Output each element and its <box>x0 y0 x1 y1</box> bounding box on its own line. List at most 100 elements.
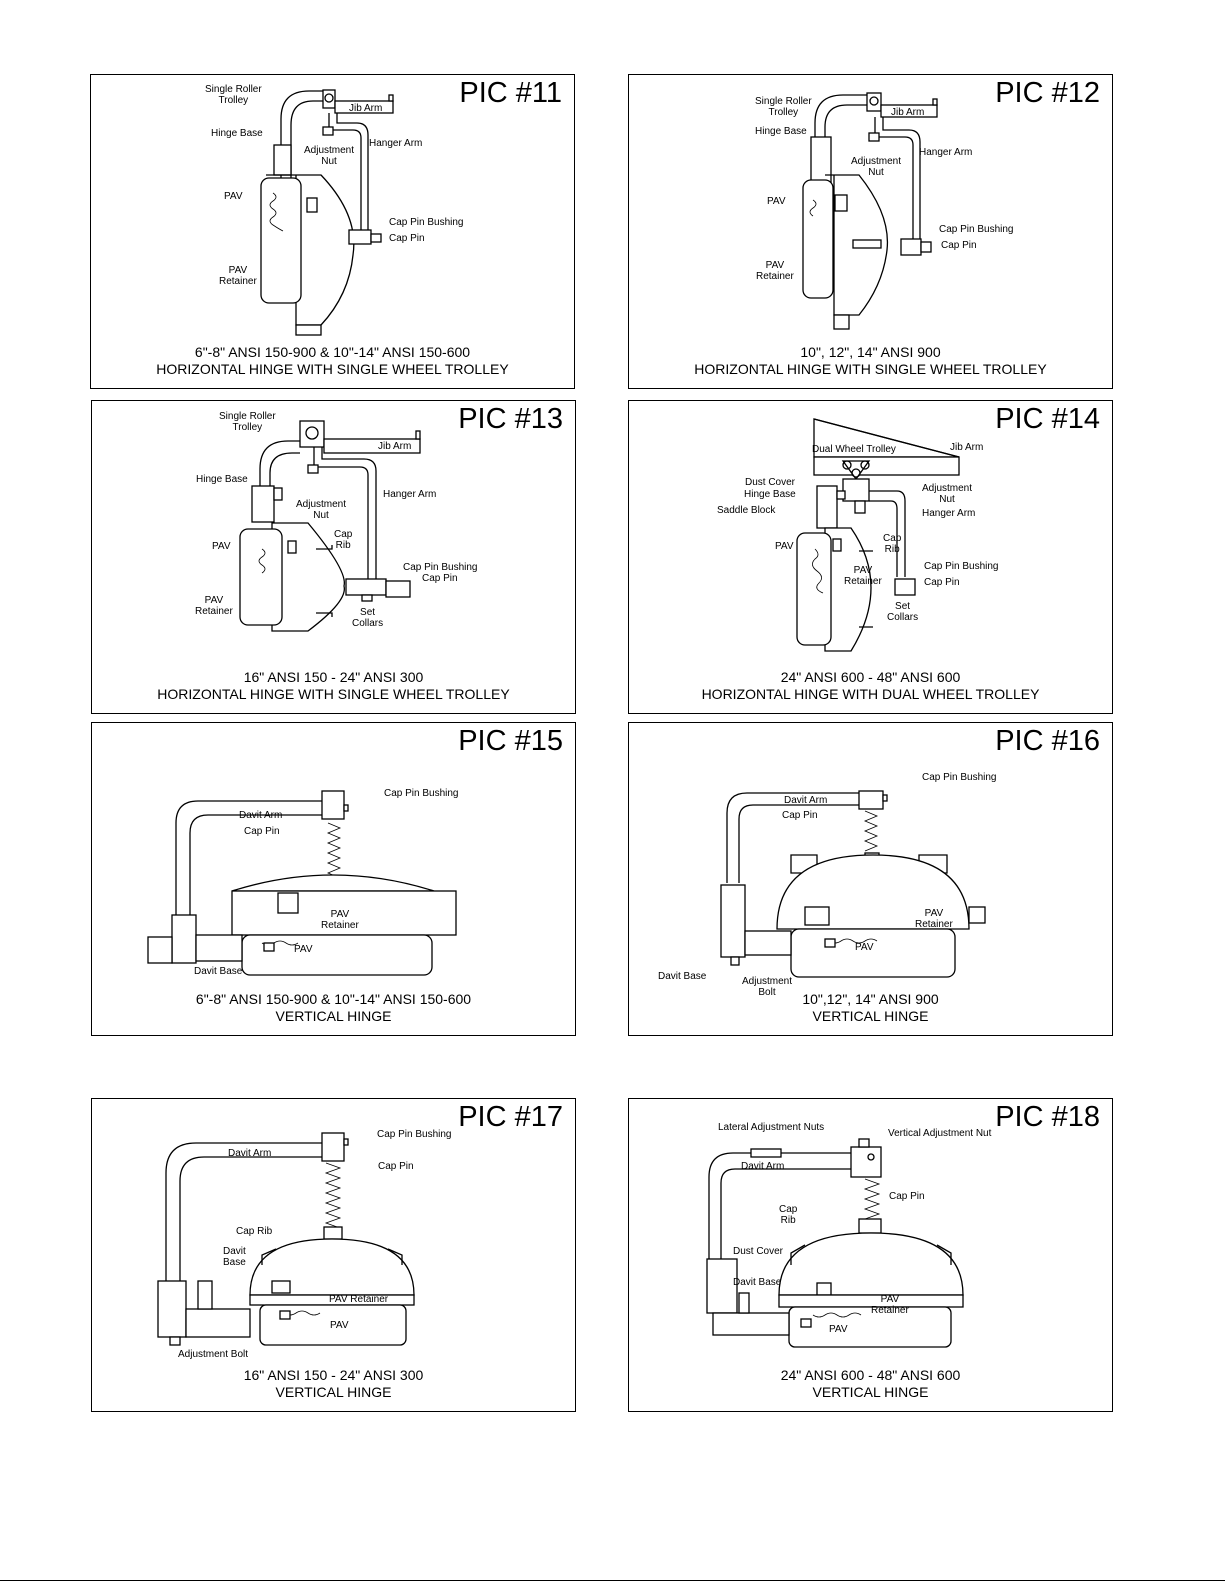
hanger-arm-label: Hanger Arm <box>369 138 423 149</box>
pic-number-title: PIC #18 <box>995 1101 1100 1133</box>
diagram-panel-pic-14: PIC #14 Dual Wheel Trolley Jib Arm Dust … <box>628 400 1113 714</box>
cap-pin-bushing-label: Cap Pin Bushing <box>389 217 464 228</box>
cap-pin-label: Cap Pin <box>782 810 818 821</box>
horizontal-hinge-drawing <box>802 92 938 330</box>
adjustment-bolt-label: Adjustment Bolt <box>178 1349 249 1360</box>
pic-number-title: PIC #12 <box>995 77 1100 109</box>
jib-arm-label: Jib Arm <box>950 442 984 453</box>
panel-caption: 6"-8" ANSI 150-900 & 10"-14" ANSI 150-60… <box>195 991 472 1024</box>
pav-label: PAV <box>767 196 786 207</box>
pav-label: PAV <box>855 942 874 953</box>
vertical-hinge-drawing <box>720 790 986 978</box>
cap-pin-label: Cap Pin <box>422 573 458 584</box>
dust-cover-label: Dust Cover <box>745 477 796 488</box>
hinge-base-label: Hinge Base <box>744 489 796 500</box>
cap-pin-bushing-label: Cap Pin Bushing <box>377 1129 452 1140</box>
dual-wheel-trolley-label: Dual Wheel Trolley <box>812 444 896 455</box>
horizontal-hinge-drawing <box>260 89 394 336</box>
cap-pin-bushing-label: Cap Pin Bushing <box>922 772 997 783</box>
pic-number-title: PIC #14 <box>995 403 1100 435</box>
pav-label: PAV <box>330 1320 349 1331</box>
lateral-adjustment-nuts-label: Lateral Adjustment Nuts <box>718 1122 825 1133</box>
pav-label: PAV <box>224 191 243 202</box>
pic-number-title: PIC #11 <box>459 77 562 109</box>
davit-arm-label: Davit Arm <box>741 1161 785 1172</box>
hanger-arm-label: Hanger Arm <box>922 508 976 519</box>
jib-arm-label: Jib Arm <box>349 103 383 114</box>
davit-arm-label: Davit Arm <box>228 1148 272 1159</box>
diagram-panel-pic-18: PIC #18 Lateral Adjustment Nuts Vertical… <box>628 1098 1113 1412</box>
davit-arm-label: Davit Arm <box>784 795 828 806</box>
hanger-arm-label: Hanger Arm <box>919 147 973 158</box>
panel-caption: 6"-8" ANSI 150-900 & 10"-14" ANSI 150-60… <box>156 344 509 377</box>
diagram-panel-pic-17: PIC #17 Cap Pin Bushing Davit Arm Cap Pi… <box>91 1098 576 1412</box>
davit-base-label: Davit Base <box>733 1277 782 1288</box>
cap-pin-label: Cap Pin <box>378 1161 414 1172</box>
vertical-hinge-drawing <box>147 790 457 976</box>
hinge-base-label: Hinge Base <box>755 126 807 137</box>
pic-number-title: PIC #16 <box>995 725 1100 757</box>
vertical-hinge-drawing <box>706 1138 964 1348</box>
dust-cover-label: Dust Cover <box>733 1246 784 1257</box>
pav-label: PAV <box>829 1324 848 1335</box>
page-bottom-rule <box>0 1580 1225 1581</box>
horizontal-hinge-drawing <box>239 420 421 632</box>
cap-pin-label: Cap Pin <box>244 826 280 837</box>
davit-arm-label: Davit Arm <box>239 810 283 821</box>
saddle-block-label: Saddle Block <box>717 505 776 516</box>
pav-label: PAV <box>294 944 313 955</box>
cap-pin-label: Cap Pin <box>889 1191 925 1202</box>
jib-arm-label: Jib Arm <box>378 441 412 452</box>
cap-pin-label: Cap Pin <box>924 577 960 588</box>
cap-rib-label: Cap Rib <box>236 1226 273 1237</box>
pav-retainer-label: PAV Retainer <box>329 1294 389 1305</box>
pic-number-title: PIC #17 <box>458 1101 563 1133</box>
cap-pin-label: Cap Pin <box>941 240 977 251</box>
pic-number-title: PIC #15 <box>458 725 563 757</box>
vertical-adjustment-nut-label: Vertical Adjustment Nut <box>888 1128 992 1139</box>
davit-base-label: Davit Base <box>658 971 707 982</box>
pav-label: PAV <box>775 541 794 552</box>
cap-pin-bushing-label: Cap Pin Bushing <box>403 562 478 573</box>
vertical-hinge-drawing <box>157 1132 415 1346</box>
hanger-arm-label: Hanger Arm <box>383 489 437 500</box>
cap-pin-bushing-label: Cap Pin Bushing <box>384 788 459 799</box>
pic-number-title: PIC #13 <box>458 403 563 435</box>
cap-pin-bushing-label: Cap Pin Bushing <box>924 561 999 572</box>
jib-arm-label: Jib Arm <box>891 107 925 118</box>
diagram-panel-pic-16: PIC #16 Cap Pin Bushing Davit Arm Cap Pi… <box>628 722 1113 1036</box>
diagram-panel-pic-15: PIC #15 Cap Pin Bushing Davit Arm Cap Pi… <box>91 722 576 1036</box>
cap-pin-bushing-label: Cap Pin Bushing <box>939 224 1014 235</box>
horizontal-hinge-drawing <box>796 418 960 652</box>
pav-label: PAV <box>212 541 231 552</box>
